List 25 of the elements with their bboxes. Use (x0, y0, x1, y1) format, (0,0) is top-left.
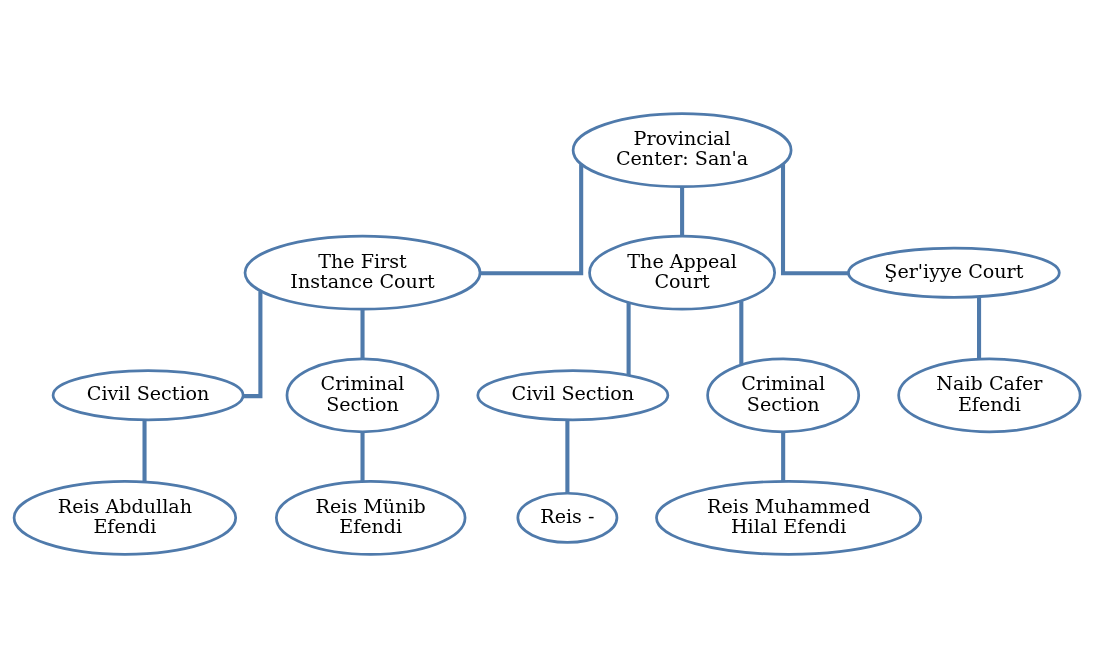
node-ellipse: Şer'iyye Court (847, 246, 1061, 299)
connector (977, 296, 982, 359)
node-ellipse: Provincial Center: San'a (571, 112, 793, 189)
connector (780, 164, 849, 276)
connector (781, 432, 786, 482)
node-ellipse: Civil Section (51, 369, 245, 422)
node-ellipse: Reis Abdullah Efendi (12, 479, 238, 556)
node-ellipse: Civil Section (476, 369, 670, 422)
connector (360, 432, 365, 482)
connector (142, 420, 147, 482)
node-ellipse: Reis - (516, 491, 619, 544)
node-ellipse: Naib Cafer Efendi (897, 357, 1082, 434)
node-ellipse: The First Instance Court (243, 234, 482, 311)
connector (626, 303, 631, 376)
connector (480, 164, 584, 276)
connector (360, 309, 365, 359)
node-ellipse: The Appeal Court (588, 234, 776, 311)
connector (565, 420, 570, 494)
connector (243, 291, 263, 399)
node-ellipse: Reis Muhammed Hilal Efendi (655, 479, 923, 556)
node-ellipse: Criminal Section (706, 357, 861, 434)
node-ellipse: Criminal Section (285, 357, 440, 434)
connector (739, 301, 744, 365)
connector (680, 186, 685, 236)
node-ellipse: Reis Münib Efendi (275, 479, 467, 556)
